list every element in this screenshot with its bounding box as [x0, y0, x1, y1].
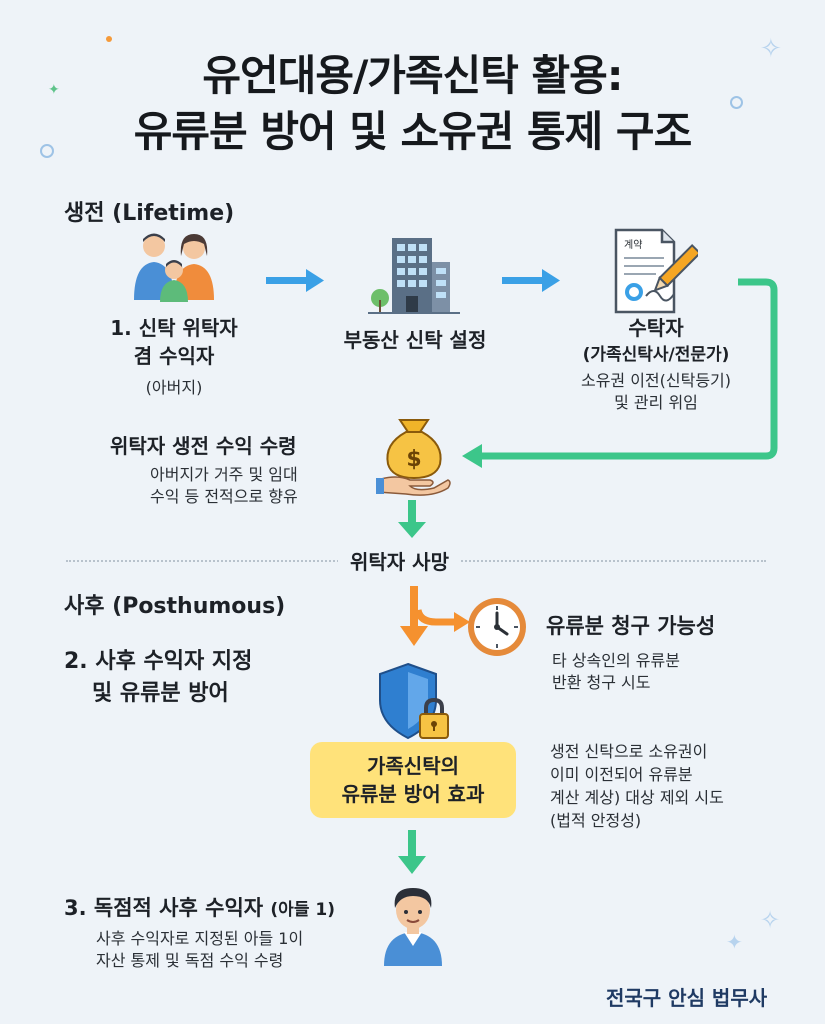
step1-line1: 1. 신탁 위탁자 [110, 316, 238, 340]
section-lifetime-label: 생전 (Lifetime) [64, 201, 235, 226]
split-arrow-icon [396, 586, 486, 654]
defense-note: 생전 신탁으로 소유권이 이미 이전되어 유류분 계산 계상) 대상 제외 시도… [550, 740, 724, 832]
return-arrow-icon [440, 274, 780, 474]
claim-desc: 타 상속인의 유류분 반환 청구 시도 [552, 650, 680, 694]
defense-box-line2: 유류분 방어 효과 [341, 782, 485, 806]
trustee-title: 수탁자 [628, 316, 684, 340]
decor-sparkle: ✧ [760, 906, 781, 934]
income-title: 위탁자 생전 수익 수령 [110, 434, 297, 458]
trustee-desc-line2: 및 관리 위임 [614, 393, 698, 412]
trustee-desc-line1: 소유권 이전(신탁등기) [580, 371, 732, 390]
trust-setup-label: 부동산 신탁 설정 [343, 328, 487, 352]
step2-line2: 및 유류분 방어 [92, 681, 229, 706]
defense-note-line2: 이미 이전되어 유류분 [550, 765, 693, 784]
defense-note-line3: 계산 계상) 대상 제외 시도 [550, 788, 724, 807]
defense-note-line4: (법적 안정성) [550, 811, 642, 830]
building-icon [368, 232, 460, 314]
step3-desc-line2: 자산 통제 및 독점 수익 수령 [96, 951, 284, 970]
defense-note-line1: 생전 신탁으로 소유권이 [550, 742, 708, 761]
arrow-right-icon [502, 268, 562, 292]
income-desc-line2: 수익 등 전적으로 향유 [150, 487, 298, 506]
page-title-line1: 유언대용/가족신탁 활용: [202, 51, 623, 100]
divider-label: 위탁자 사망 [338, 546, 461, 575]
defense-effect-box: 가족신탁의 유류분 방어 효과 [310, 742, 516, 818]
step1-sub: (아버지) [145, 378, 203, 397]
decor-dot [106, 36, 112, 42]
svg-text:$: $ [406, 447, 421, 472]
shield-lock-icon [376, 662, 458, 744]
step2-title: 2. 사후 수익자 지정 및 유류분 방어 [64, 646, 252, 710]
step3-title: 3. 독점적 사후 수익자 [64, 896, 264, 920]
defense-box-line1: 가족신탁의 [367, 754, 459, 778]
claim-title: 유류분 청구 가능성 [546, 614, 716, 638]
decor-sparkle: ✦ [726, 930, 743, 954]
step3-title-row: 3. 독점적 사후 수익자 (아들 1) [64, 892, 335, 922]
section-posthumous-label: 사후 (Posthumous) [64, 594, 286, 619]
step3-desc-line1: 사후 수익자로 지정된 아들 1이 [96, 929, 304, 948]
money-bag-hand-icon: $ [376, 414, 452, 496]
step3-desc: 사후 수익자로 지정된 아들 1이 자산 통제 및 독점 수익 수령 [96, 928, 303, 972]
step1-title: 1. 신탁 위탁자 겸 수익자 [74, 314, 274, 370]
arrow-down-icon [398, 500, 426, 540]
step3-title-suffix: (아들 1) [270, 900, 335, 920]
brand-name: 전국구 안심 법무사 [606, 986, 768, 1010]
claim-desc-line2: 반환 청구 시도 [552, 673, 651, 692]
arrow-right-icon [266, 268, 326, 292]
trustee-subtitle: (가족신탁사/전문가) [582, 345, 730, 365]
clock-icon [466, 596, 528, 658]
decor-circle [730, 96, 743, 109]
step2-line1: 2. 사후 수익자 지정 [64, 649, 253, 674]
decor-sparkle: ✦ [48, 82, 60, 98]
income-desc: 아버지가 거주 및 임대 수익 등 전적으로 향유 [150, 464, 298, 508]
contract-icon: 계약 [608, 228, 698, 314]
decor-circle [40, 144, 54, 158]
page-title-line2: 유류분 방어 및 소유권 통제 구조 [133, 107, 692, 156]
family-icon [126, 230, 222, 302]
arrow-down-icon [398, 830, 426, 876]
claim-desc-line1: 타 상속인의 유류분 [552, 651, 680, 670]
son-avatar-icon [378, 880, 448, 966]
income-desc-line1: 아버지가 거주 및 임대 [150, 465, 298, 484]
decor-sparkle: ✧ [760, 34, 782, 64]
trustee-desc: 소유권 이전(신탁등기) 및 관리 위임 [540, 370, 772, 414]
step1-line2: 겸 수익자 [133, 344, 215, 368]
contract-doc-label: 계약 [624, 239, 642, 251]
